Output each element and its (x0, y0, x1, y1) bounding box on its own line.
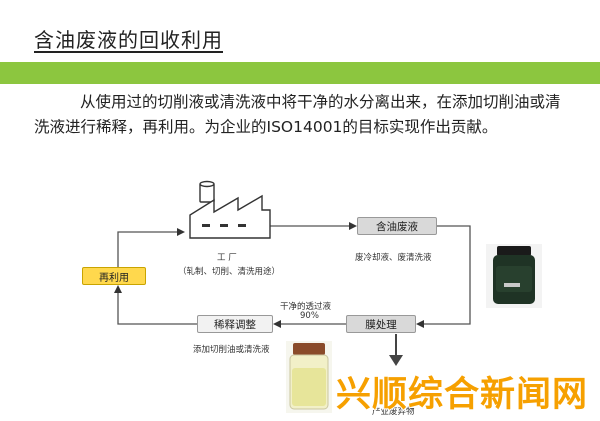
green-band (0, 62, 600, 84)
description-text: 从使用过的切削液或清洗液中将干净的水分离出来，在添加切削油或清洗液进行稀释，再利… (34, 93, 561, 136)
flow-lines (114, 222, 471, 328)
arrow-oily-to-membrane (416, 225, 471, 328)
oily-waste-box: 含油废液 (357, 217, 437, 235)
permeate-label: 干净的透过液 (280, 302, 332, 312)
factory-icon (189, 180, 271, 239)
arrow-membrane-to-waste (389, 334, 403, 366)
watermark: 兴顺综合新闻网 (335, 374, 589, 416)
dilution-caption: 添加切削油或清洗液 (193, 345, 270, 355)
dilution-box: 稀释调整 (197, 315, 273, 333)
factory-label: 工 厂 (217, 253, 237, 263)
clear-liquid-bottle-image (286, 341, 332, 413)
dark-liquid-bottle-image (486, 244, 542, 308)
factory-caption: （轧制、切削、清洗用途） (178, 267, 281, 277)
reuse-box: 再利用 (82, 267, 146, 285)
slide-title: 含油废液的回收利用 (34, 28, 223, 52)
permeate-percent: 90% (300, 311, 319, 321)
arrow-dilution-to-reuse (114, 285, 197, 325)
oily-waste-caption: 废冷却液、废清洗液 (355, 253, 432, 263)
arrow-reuse-to-factory (117, 228, 185, 267)
industrial-waste-label: 产业废弃物 (372, 407, 415, 417)
membrane-box: 膜处理 (346, 315, 416, 333)
description-paragraph: 从使用过的切削液或清洗液中将干净的水分离出来，在添加切削油或清洗液进行稀释，再利… (34, 90, 564, 140)
